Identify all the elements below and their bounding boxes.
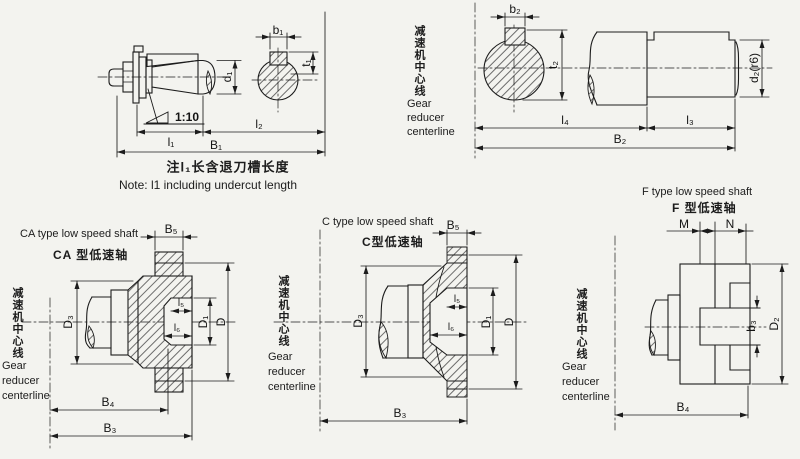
dim-B1: B₁ [209, 138, 223, 152]
centerline-label-en: Gear [268, 351, 293, 363]
collar [407, 284, 424, 359]
centerline-label-cn: 减速机中心线 [575, 288, 587, 360]
centerline-label-en: centerline [562, 391, 610, 403]
shaft-stub [89, 296, 112, 349]
shaft-small-section [646, 39, 736, 98]
dim-l6: l₆ [173, 323, 181, 334]
dim-D1: D₁ [196, 315, 210, 329]
collar [667, 294, 681, 361]
break-lens [587, 73, 595, 106]
shaft-end [734, 39, 740, 98]
centerline-label-cn: 减速机中心线 [11, 287, 23, 359]
taper-shaft-figure [97, 11, 326, 158]
f-coupling-figure [614, 221, 789, 431]
taper-ratio: 1:10 [174, 110, 200, 124]
break-lens [649, 330, 656, 357]
dim-D3: D₃ [61, 315, 75, 329]
dimensions [614, 221, 789, 419]
lock-tab [133, 45, 144, 53]
dim-l1: l₁ [167, 135, 175, 149]
dim-d1: d₁ [220, 71, 234, 83]
dim-l5: l₅ [453, 294, 461, 305]
dim-l5: l₅ [177, 298, 185, 309]
ca-title-en: CA type low speed shaft [20, 228, 139, 240]
centerline-label-en: centerline [268, 381, 316, 393]
keyway [269, 51, 288, 66]
taper-triangle-icon [145, 111, 169, 124]
collar [110, 289, 129, 356]
break-lens [378, 321, 389, 360]
c-title-en: C type low speed shaft [322, 216, 434, 228]
note-chinese: 注l₁长含退刀槽长度 [166, 159, 290, 175]
dimensions [474, 12, 770, 152]
dim-l2: l₂ [255, 117, 263, 131]
shaft-stub [651, 299, 669, 356]
dim-B5: B₅ [446, 218, 460, 232]
key [653, 31, 730, 41]
centerline-label-en: centerline [2, 390, 50, 402]
centerline-label-en: reducer [562, 376, 600, 388]
keyed-shaft-figure [474, 2, 773, 159]
centerline-label-en: centerline [407, 126, 455, 138]
centerline-label-cn: 减速机中心线 [413, 25, 425, 97]
dimensions [116, 11, 326, 158]
break-lens [205, 69, 213, 96]
dim-D: D [214, 317, 228, 327]
jaw-slot [699, 263, 761, 385]
dim-b3: b₃ [744, 320, 758, 332]
dim-l4: l₄ [561, 113, 569, 127]
note-english: Note: l1 including undercut length [118, 178, 298, 192]
dim-b2: b₂ [509, 2, 521, 16]
centerline-label-en: reducer [268, 366, 306, 378]
ca-coupling-figure [21, 230, 238, 451]
bore [163, 297, 193, 346]
dimensions [49, 230, 235, 441]
shaft-end-dome [197, 59, 216, 95]
flange-section-hatch [128, 252, 192, 392]
keyway [504, 27, 526, 46]
shaft-stub [382, 285, 409, 359]
dim-D2: D₂ [767, 317, 781, 331]
bore [429, 287, 468, 356]
centerline-label-cn: 减速机中心线 [277, 275, 289, 347]
dim-D: D [502, 317, 516, 327]
f-title-cn: F 型低速轴 [672, 201, 737, 215]
dim-l6: l₆ [447, 322, 455, 333]
dim-b1: b₁ [272, 23, 284, 37]
dim-t2: t₂ [546, 61, 560, 69]
centerline-label-en: Gear [407, 98, 432, 110]
shaft-large-section [596, 31, 648, 106]
dim-B4: B₄ [101, 395, 115, 409]
dim-t1: t₁ [299, 59, 313, 67]
centerline-label-en: reducer [407, 112, 445, 124]
dim-N: N [725, 217, 735, 231]
dim-D3: D₃ [351, 314, 365, 328]
c-title-cn: C型低速轴 [362, 235, 424, 249]
f-title-en: F type low speed shaft [642, 186, 753, 198]
dim-l3: l₃ [686, 113, 694, 127]
dim-B5: B₅ [164, 222, 178, 236]
break-line [84, 296, 93, 349]
dim-B4: B₄ [676, 400, 690, 414]
rim-bottom [154, 367, 184, 393]
rim-top [154, 251, 184, 277]
break-lens [87, 325, 95, 349]
dim-B3: B₃ [103, 421, 117, 435]
dim-B3: B₃ [393, 406, 407, 420]
shaft-stub [108, 68, 124, 87]
right-half [729, 282, 751, 371]
dim-d2: d₂(r6) [747, 53, 761, 83]
centerline-label-en: Gear [562, 361, 587, 373]
dim-M: M [679, 217, 689, 231]
centerline-label-en: reducer [2, 375, 40, 387]
dim-B2: B₂ [613, 132, 627, 146]
centerline-label-en: Gear [2, 360, 27, 372]
c-coupling-figure [273, 229, 529, 433]
ca-title-cn: CA 型低速轴 [53, 248, 129, 262]
end-washer [132, 51, 140, 104]
dimensions [319, 229, 523, 425]
dim-D1: D₁ [479, 315, 493, 329]
